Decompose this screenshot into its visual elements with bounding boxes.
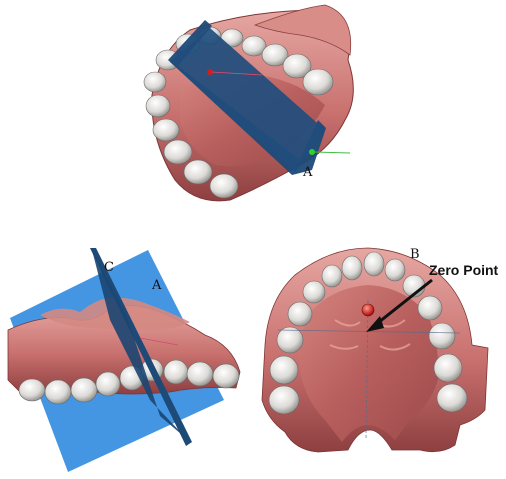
zero-point-marker	[362, 304, 374, 316]
left-side-view: C A	[8, 248, 240, 472]
left-plane-c-label: C	[104, 260, 114, 275]
right-view-label: B	[410, 247, 420, 262]
top-arch-view: A	[144, 5, 353, 201]
left-plane-a-label: A	[151, 278, 162, 293]
right-occlusal-view: Zero Point B	[262, 247, 499, 452]
top-plane-label: A	[302, 165, 313, 180]
zero-point-label: Zero Point	[429, 262, 499, 278]
